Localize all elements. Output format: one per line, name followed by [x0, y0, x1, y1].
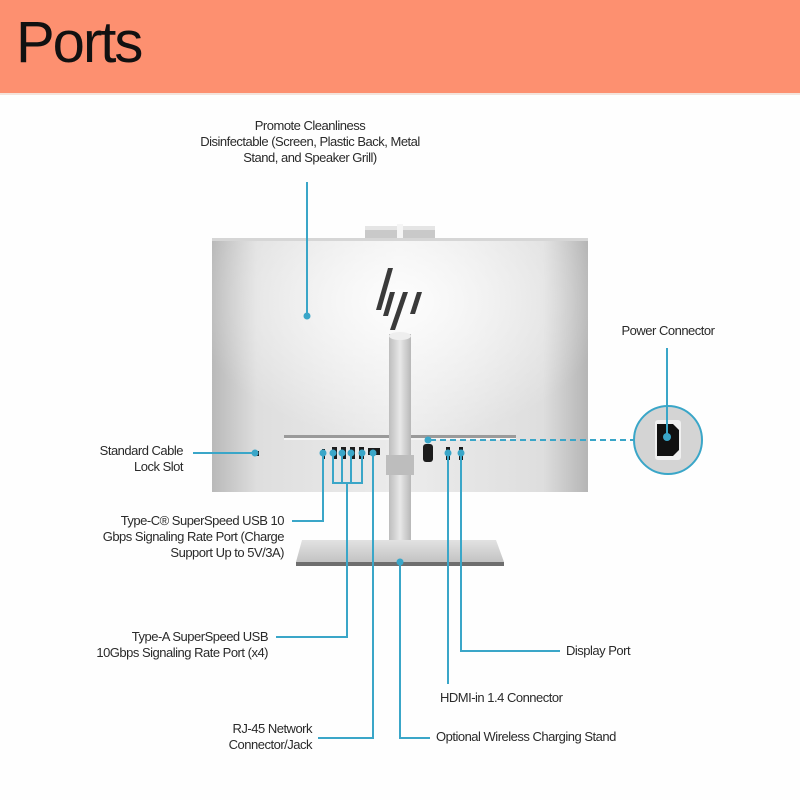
header-banner: Ports	[0, 0, 800, 95]
power-port	[423, 444, 433, 462]
label-cable-lock-slot: Standard Cable Lock Slot	[99, 443, 184, 474]
label-cleanliness: Promote Cleanliness Disinfectable (Scree…	[200, 118, 420, 165]
dot-cable-lock	[251, 449, 259, 457]
label-usb-c: Type-C® SuperSpeed USB 10 Gbps Signaling…	[102, 513, 285, 560]
dot-hdmi	[444, 449, 452, 457]
dot-usb-a-2	[338, 449, 346, 457]
label-hdmi-in: HDMI-in 1.4 Connector	[440, 690, 563, 705]
dot-wireless-stand	[396, 558, 404, 566]
label-wireless-stand: Optional Wireless Charging Stand	[436, 729, 616, 744]
dot-power-port	[424, 436, 432, 444]
hp-logo	[376, 268, 422, 330]
dot-usb-c	[319, 449, 327, 457]
dot-usb-a-1	[329, 449, 337, 457]
label-power-connector: Power Connector	[621, 323, 715, 338]
label-rj45: RJ-45 Network Connector/Jack	[228, 721, 313, 752]
callout-lines	[193, 182, 668, 739]
label-usb-a: Type-A SuperSpeed USB 10Gbps Signaling R…	[96, 629, 268, 660]
stand-neck	[386, 332, 414, 552]
dot-usb-a-4	[358, 449, 366, 457]
dot-cleanliness	[303, 312, 311, 320]
dot-usb-a-3	[347, 449, 355, 457]
dot-display-port	[457, 449, 465, 457]
callout-dots	[251, 312, 671, 566]
label-display-port: Display Port	[566, 643, 631, 658]
page-title: Ports	[16, 10, 143, 75]
dot-rj45	[369, 449, 377, 457]
dot-power	[663, 433, 671, 441]
webcam	[365, 224, 435, 238]
